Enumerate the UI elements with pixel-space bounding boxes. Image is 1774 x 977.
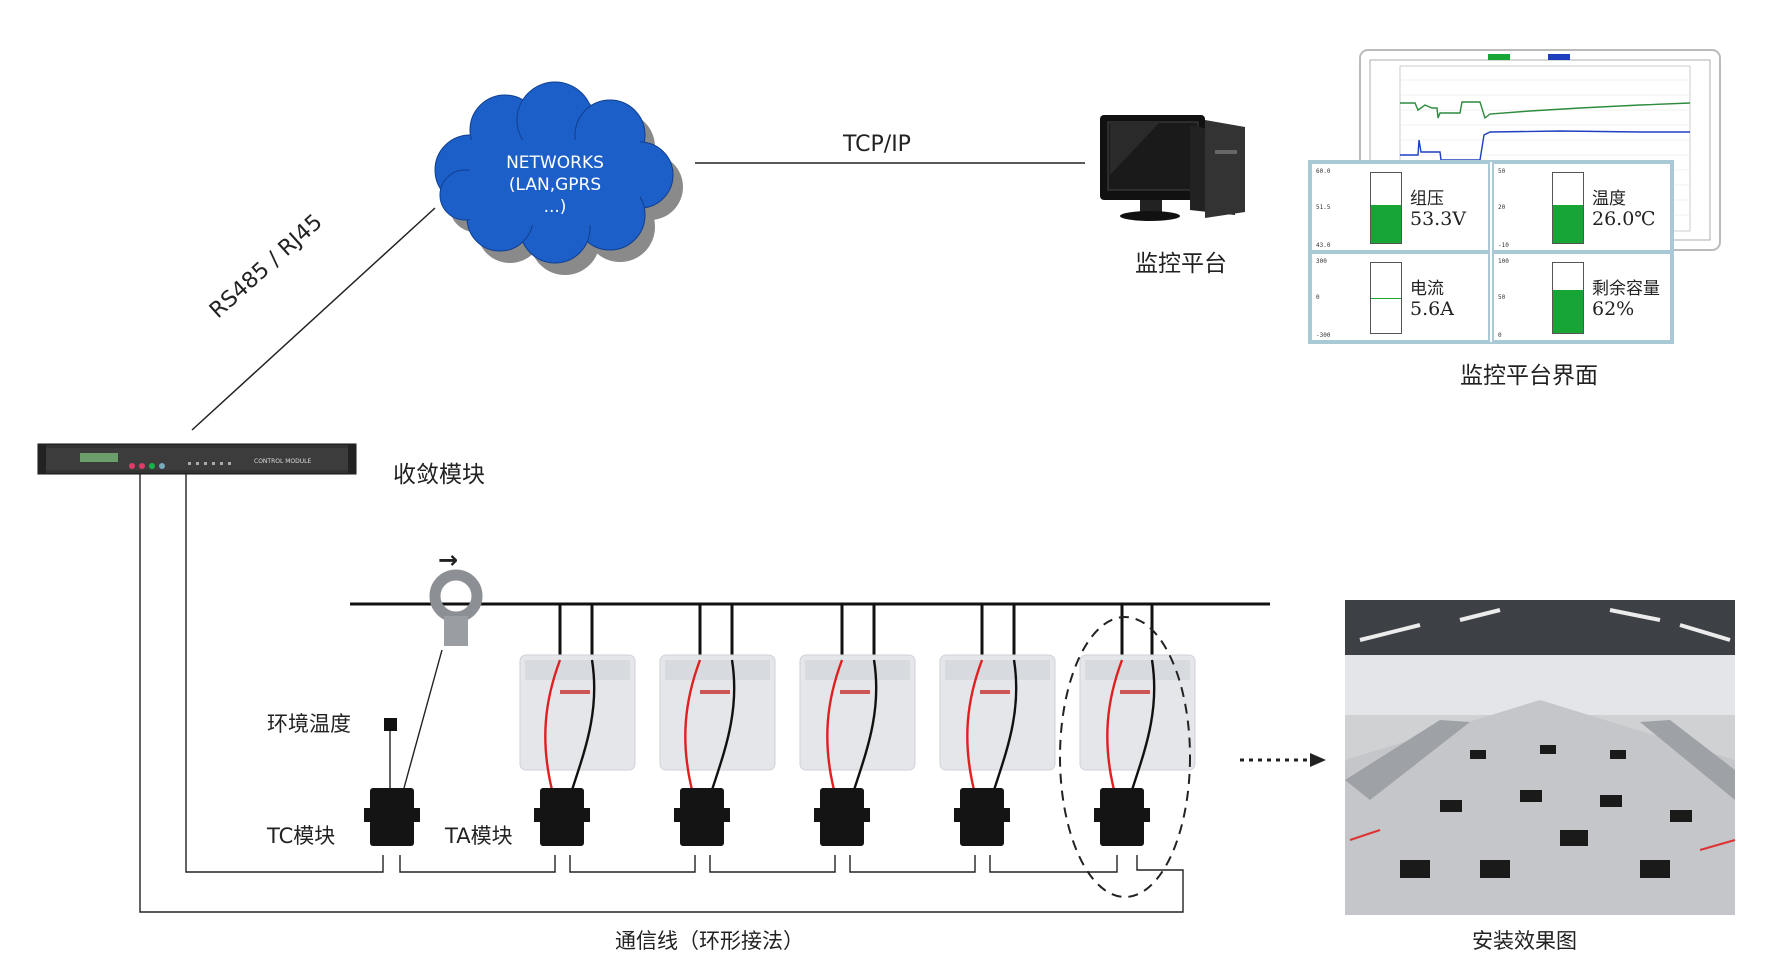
tick-mid: 0 bbox=[1316, 294, 1320, 301]
tick-mid: 50 bbox=[1498, 294, 1506, 301]
power-bus bbox=[350, 602, 1270, 655]
tile-value: 5.6A bbox=[1410, 298, 1454, 320]
tile-temperature: 50 20 -10 温度 26.0℃ bbox=[1492, 162, 1672, 252]
tick-top: 50 bbox=[1498, 168, 1506, 175]
tile-current: 300 0 -300 电流 5.6A bbox=[1310, 252, 1490, 342]
ta-module-5 bbox=[1100, 788, 1144, 846]
battery-5 bbox=[1079, 654, 1196, 771]
gauge-fill bbox=[1371, 204, 1401, 243]
tile-value: 53.3V bbox=[1410, 208, 1467, 230]
convergence-module-device bbox=[37, 443, 357, 475]
ta-module-2 bbox=[680, 788, 724, 846]
battery-3 bbox=[799, 654, 916, 771]
tc-module-label: TC模块 bbox=[267, 824, 336, 848]
networks-more: ...) bbox=[543, 197, 567, 217]
ta-module-4 bbox=[960, 788, 1004, 846]
sense-wires bbox=[544, 659, 1156, 791]
installation-photo bbox=[1345, 600, 1736, 915]
gauge bbox=[1552, 262, 1584, 334]
gauge-fill bbox=[1553, 204, 1583, 243]
tick-bottom: -300 bbox=[1316, 332, 1331, 339]
current-direction-arrow: → bbox=[438, 546, 459, 574]
monitor-panel: 60.0 51.5 43.0 组压 53.3V 50 20 -10 温度 26.… bbox=[1308, 160, 1674, 344]
ta-modules bbox=[540, 788, 1144, 846]
tile-name: 温度 bbox=[1592, 189, 1626, 209]
tick-bottom: 0 bbox=[1498, 332, 1502, 339]
comm-line-label: 通信线（环形接法） bbox=[615, 929, 804, 953]
gauge bbox=[1370, 262, 1402, 334]
ta-module-1 bbox=[540, 788, 584, 846]
tick-mid: 20 bbox=[1498, 204, 1506, 211]
networks-title: NETWORKS bbox=[506, 153, 604, 173]
current-sensor bbox=[429, 569, 483, 646]
tile-name: 剩余容量 bbox=[1592, 279, 1660, 299]
temperature-sensor bbox=[384, 718, 397, 731]
tile-name: 组压 bbox=[1410, 189, 1444, 209]
tick-bottom: 43.0 bbox=[1316, 242, 1331, 249]
device-brand-text: CONTROL MODULE bbox=[254, 458, 312, 465]
monitor-platform-label: 监控平台 bbox=[1135, 251, 1227, 277]
tick-top: 100 bbox=[1498, 258, 1509, 265]
tick-mid: 51.5 bbox=[1316, 204, 1331, 211]
network-cloud bbox=[434, 81, 683, 275]
tile-name: 电流 bbox=[1410, 279, 1444, 299]
ta-module-label: TA模块 bbox=[445, 824, 513, 848]
monitor-ui-label: 监控平台界面 bbox=[1460, 363, 1598, 389]
env-temp-label: 环境温度 bbox=[267, 712, 351, 736]
tile-remaining-capacity: 100 50 0 剩余容量 62% bbox=[1492, 252, 1672, 342]
tcp-ip-label: TCP/IP bbox=[843, 132, 911, 157]
network-cloud-label: NETWORKS (LAN,GPRS ...) bbox=[470, 152, 640, 218]
gauge bbox=[1552, 172, 1584, 244]
comm-wiring bbox=[139, 474, 1184, 913]
networks-subtitle: (LAN,GPRS bbox=[508, 175, 602, 195]
tile-value: 62% bbox=[1592, 298, 1635, 320]
tile-value: 26.0℃ bbox=[1592, 208, 1656, 230]
arrow-right-icon bbox=[1310, 753, 1326, 767]
tick-top: 300 bbox=[1316, 258, 1327, 265]
tick-top: 60.0 bbox=[1316, 168, 1331, 175]
install-effect-label: 安装效果图 bbox=[1472, 929, 1577, 953]
battery-2 bbox=[659, 654, 776, 771]
gauge-fill bbox=[1553, 289, 1583, 333]
convergence-module-label: 收敛模块 bbox=[393, 462, 485, 488]
voltage-trend-line bbox=[1400, 101, 1691, 120]
battery-4 bbox=[939, 654, 1056, 771]
battery-1 bbox=[519, 654, 636, 771]
computer-icon bbox=[1100, 115, 1245, 221]
rs485-line bbox=[191, 207, 436, 431]
gauge bbox=[1370, 172, 1402, 244]
tc-module bbox=[364, 788, 420, 846]
tile-group-voltage: 60.0 51.5 43.0 组压 53.3V bbox=[1310, 162, 1490, 252]
battery-string bbox=[519, 654, 1196, 771]
tick-bottom: -10 bbox=[1498, 242, 1509, 249]
highlight-ellipse bbox=[1059, 616, 1191, 898]
ta-module-3 bbox=[820, 788, 864, 846]
